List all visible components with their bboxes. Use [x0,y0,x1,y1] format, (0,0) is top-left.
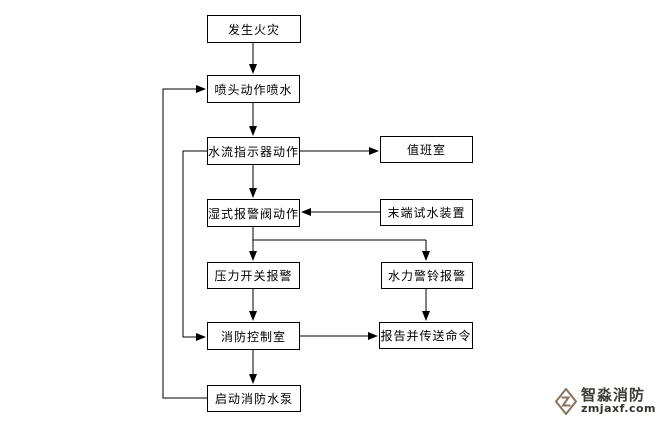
node-fire-control-room-label: 消防控制室 [220,329,286,344]
node-wet-alarm-valve: 湿式报警阀动作 [207,199,300,227]
node-duty-room-label: 值班室 [406,143,446,157]
node-pressure-switch-alarm: 压力开关报警 [207,262,300,289]
node-report-transmit-command: 报告并传送命令 [379,322,473,349]
node-sprinkler-activates: 喷头动作喷水 [207,75,300,103]
node-wet-alarm-valve-label: 湿式报警阀动作 [208,206,300,221]
node-fire-occurs-label: 发生火灾 [227,22,280,37]
diamond-z-logo-icon [554,387,577,415]
node-end-test-device-label: 末端试水装置 [387,206,466,220]
node-flow-indicator-label: 水流指示器动作 [208,144,300,159]
node-fire-occurs: 发生火灾 [207,15,301,43]
node-fire-control-room: 消防控制室 [207,322,300,350]
node-start-fire-pump-label: 启动消防水泵 [214,392,293,406]
brand-domain: zmjaxf.com [580,402,656,416]
brand-watermark-text: 智淼消防 zmjaxf.com [580,385,656,416]
node-hydraulic-bell-alarm: 水力警铃报警 [381,262,473,289]
node-duty-room: 值班室 [380,136,473,163]
node-flow-indicator: 水流指示器动作 [207,137,300,165]
node-report-transmit-command-label: 报告并传送命令 [380,329,472,343]
node-hydraulic-bell-alarm-label: 水力警铃报警 [387,269,466,283]
brand-name: 智淼消防 [580,385,645,404]
node-end-test-device: 末端试水装置 [380,199,473,226]
node-pressure-switch-alarm-label: 压力开关报警 [214,269,293,283]
node-sprinkler-activates-label: 喷头动作喷水 [214,82,293,97]
node-start-fire-pump: 启动消防水泵 [207,385,301,412]
brand-watermark: 智淼消防 zmjaxf.com [554,385,656,416]
